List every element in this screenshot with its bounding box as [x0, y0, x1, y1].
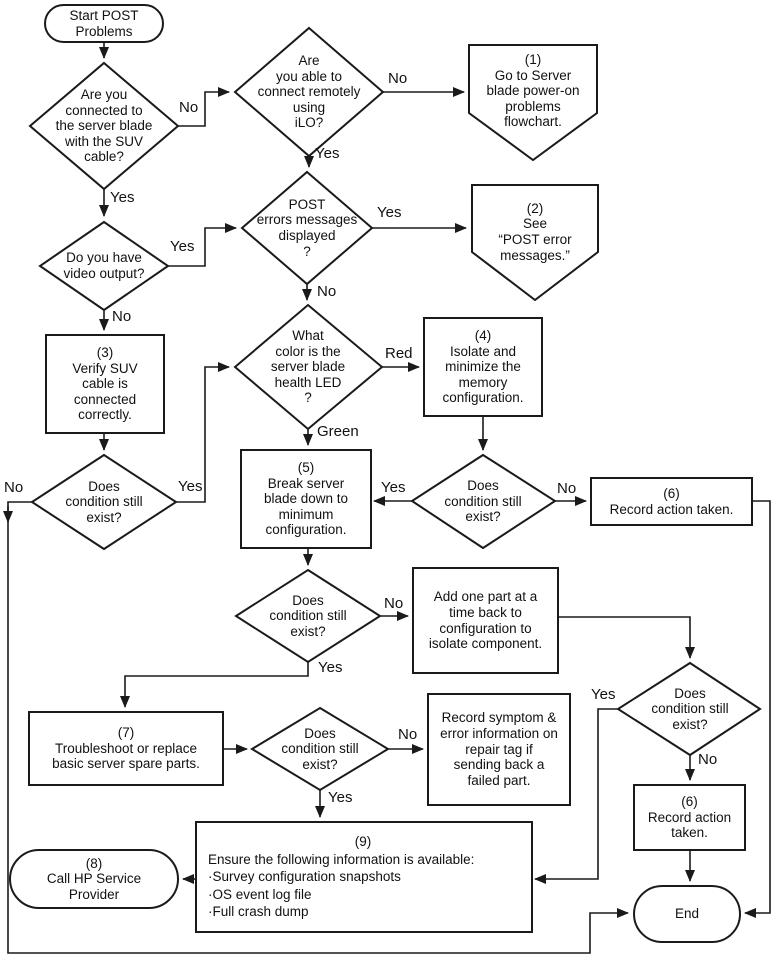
decision-suv-cable: Are you connected to the server blade wi… — [55, 86, 153, 165]
decision-video-output-shape — [38, 220, 170, 312]
decision-cond5: Does condition still exist? — [281, 725, 359, 772]
edge-label-cond4-no: No — [698, 751, 718, 768]
start-terminator: Start POST Problems — [69, 7, 139, 39]
connector-suv-no-to-ilo — [178, 87, 230, 127]
decision-video-output: Do you have video output? — [63, 250, 145, 281]
decision-health-led-shape — [233, 303, 384, 431]
terminator-end: End — [674, 906, 700, 922]
edge-label-cond3-yes: Yes — [318, 659, 343, 676]
decision-cond3: Does condition still exist? — [269, 592, 347, 639]
offpage-connector-1-shape — [468, 44, 598, 162]
connector-cond1-yes-to-led — [176, 362, 230, 503]
edge-label-cond5-yes: Yes — [328, 789, 353, 806]
edge-label-cond2-yes: Yes — [381, 479, 406, 496]
process-6a: (6) Record action taken. — [609, 485, 734, 517]
decision-cond4-shape — [616, 661, 762, 757]
edge-label-cond3-no: No — [384, 595, 404, 612]
decision-cond4: Does condition still exist? — [651, 685, 729, 732]
process-6b-shape — [633, 784, 746, 851]
connector-cond3-yes-to-b7 — [120, 662, 309, 708]
process-5: (5) Break server blade down to minimum c… — [263, 459, 349, 538]
decision-ilo-shape — [233, 26, 385, 158]
process-4-shape — [423, 317, 543, 417]
edge-label-led-green: Green — [317, 423, 359, 440]
connector-cond1-no-to-end — [7, 501, 629, 954]
decision-cond2-shape — [410, 453, 557, 550]
process-add-part: Add one part at a time back to configura… — [428, 589, 543, 652]
edge-label-ilo-yes: Yes — [315, 145, 340, 162]
process-9-checklist: Ensure the following information is avai… — [208, 851, 475, 920]
start-terminator-shape — [44, 4, 164, 43]
decision-health-led: What color is the server blade health LE… — [270, 327, 346, 406]
process-record-symptom-shape — [427, 693, 571, 806]
edge-label-cond5-no: No — [398, 726, 418, 743]
edge-label-cond2-no: No — [557, 480, 577, 497]
connector-b6a-to-end — [744, 500, 771, 918]
process-9-number: (9) — [354, 834, 372, 850]
decision-suv-cable-shape — [28, 61, 180, 191]
process-3-shape — [45, 334, 165, 434]
offpage-connector-1: (1) Go to Server blade power-on problems… — [486, 51, 580, 130]
edge-label-ilo-no: No — [388, 70, 408, 87]
decision-cond3-shape — [234, 568, 382, 664]
edge-label-led-red: Red — [385, 345, 413, 362]
process-3: (3) Verify SUV cable is connected correc… — [72, 344, 138, 423]
edge-label-post-no: No — [317, 283, 337, 300]
process-7: (7) Troubleshoot or replace basic server… — [52, 725, 200, 772]
connector-addpart-to-cond4 — [558, 616, 695, 659]
connector-video-yes-to-post — [168, 223, 237, 267]
terminator-end-shape — [633, 885, 741, 943]
edge-label-suv-no: No — [179, 99, 199, 116]
process-9: (9) Ensure the following information is … — [198, 824, 528, 930]
decision-cond2: Does condition still exist? — [444, 478, 522, 525]
edge-label-cond4-yes: Yes — [591, 686, 616, 703]
connector-group — [3, 42, 771, 954]
connector-cond4-yes-to-b9 — [534, 708, 618, 884]
terminator-call-hp: (8) Call HP Service Provider — [46, 855, 142, 902]
edge-label-suv-yes: Yes — [110, 189, 135, 206]
decision-post-errors-shape — [240, 170, 374, 286]
decision-cond1-shape — [30, 453, 178, 551]
process-add-part-shape — [412, 567, 559, 674]
decision-post-errors: POST errors messages displayed ? — [256, 196, 358, 259]
offpage-connector-2: (2) See “POST error messages.” — [498, 200, 572, 263]
offpage-connector-2-shape — [471, 184, 599, 302]
edge-label-cond1-yes: Yes — [178, 478, 203, 495]
process-7-shape — [28, 711, 224, 786]
edge-label-video-yes: Yes — [170, 238, 195, 255]
process-6b: (6) Record action taken. — [647, 794, 732, 841]
decision-ilo: Are you able to connect remotely using i… — [257, 52, 361, 131]
process-9-shape — [195, 821, 533, 933]
decision-cond1: Does condition still exist? — [65, 478, 143, 525]
decision-cond5-shape — [250, 706, 390, 792]
process-4: (4) Isolate and minimize the memory conf… — [442, 327, 524, 406]
edge-label-post-yes: Yes — [377, 204, 402, 221]
edge-label-video-no: No — [112, 308, 132, 325]
edge-label-cond1-no: No — [4, 479, 24, 496]
terminator-call-hp-shape — [9, 849, 179, 909]
shape-group — [9, 4, 762, 943]
process-5-shape — [240, 449, 372, 549]
process-6a-shape — [590, 477, 753, 526]
process-record-symptom: Record symptom & error information on re… — [440, 710, 558, 788]
